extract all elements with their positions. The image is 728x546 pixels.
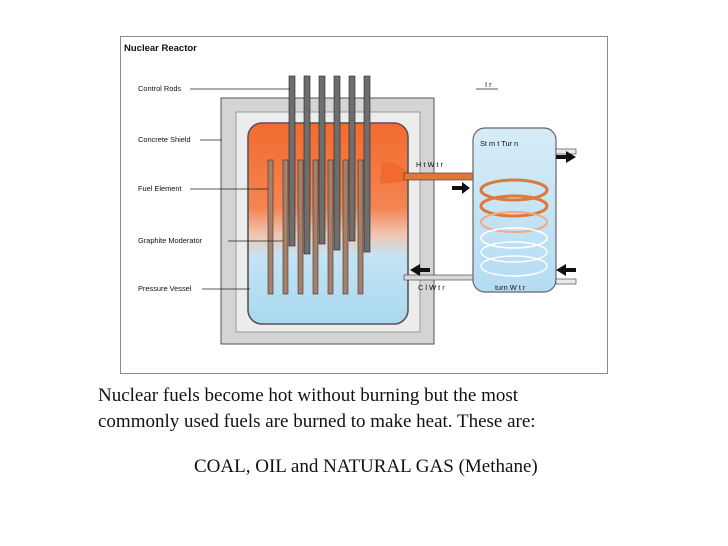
flow-arrows [410,151,576,276]
fuel-element [297,159,304,295]
label-return-water: turn W t r [495,283,526,292]
control-rod [363,75,371,253]
label-steam-turbine: St m t Tur n [480,139,518,148]
control-rods [288,75,371,255]
fuel-elements [267,159,364,295]
caption-fuels-list: COAL, OIL and NATURAL GAS (Methane) [194,456,538,477]
control-rod [318,75,326,245]
cold-water-arrow [410,264,430,276]
hot-water-outlet [380,162,410,184]
return-in-arrow [556,264,576,276]
caption-line-1: Nuclear fuels become hot without burning… [98,385,519,406]
return-water-pipe [555,278,577,285]
hot-water-arrow [452,182,470,194]
fuel-element [282,159,289,295]
caption-line-2: commonly used fuels are burned to make h… [98,411,536,432]
label-fuel-element: Fuel Element [138,184,182,193]
cold-water-pipe [403,274,477,281]
label-graphite-moderator: Graphite Moderator [138,236,203,245]
control-rod [303,75,311,255]
fuel-element [327,159,334,295]
fuel-element [312,159,319,295]
steam-out-arrow [556,151,576,163]
control-rod [288,75,296,247]
diagram-title: Nuclear Reactor [124,43,197,54]
label-control-rods: Control Rods [138,84,181,93]
control-rod [348,75,356,242]
label-pressure-vessel: Pressure Vessel [138,284,192,293]
label-air: I r [485,80,492,89]
fuel-element [267,159,274,295]
leader-lines [190,88,498,290]
steam-generator [472,127,557,293]
label-cold-water: C l W t r [418,283,445,292]
fuel-element [342,159,349,295]
label-concrete-shield: Concrete Shield [138,135,191,144]
fuel-element [357,159,364,295]
control-rod [333,75,341,251]
label-hot-water: H t W t r [416,160,444,169]
heat-exchanger-coil [479,178,549,277]
